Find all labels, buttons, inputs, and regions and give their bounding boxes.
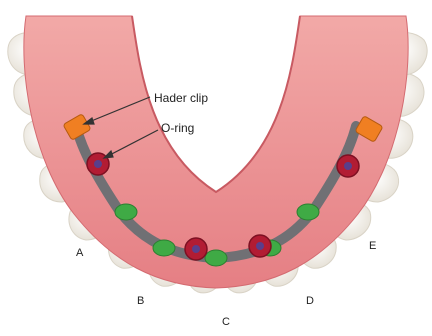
implant-left-2 bbox=[153, 240, 175, 256]
hader-clip-label: Hader clip bbox=[154, 91, 208, 105]
implant-right-1 bbox=[297, 204, 319, 220]
position-label-a: A bbox=[76, 247, 83, 259]
position-label-b: B bbox=[137, 295, 144, 307]
position-label-c: C bbox=[222, 316, 230, 328]
implant-left-1 bbox=[115, 204, 137, 220]
position-label-d: D bbox=[306, 295, 314, 307]
position-label-e: E bbox=[369, 240, 376, 252]
o-ring-label: O-ring bbox=[161, 121, 194, 135]
implant-center bbox=[205, 250, 227, 266]
